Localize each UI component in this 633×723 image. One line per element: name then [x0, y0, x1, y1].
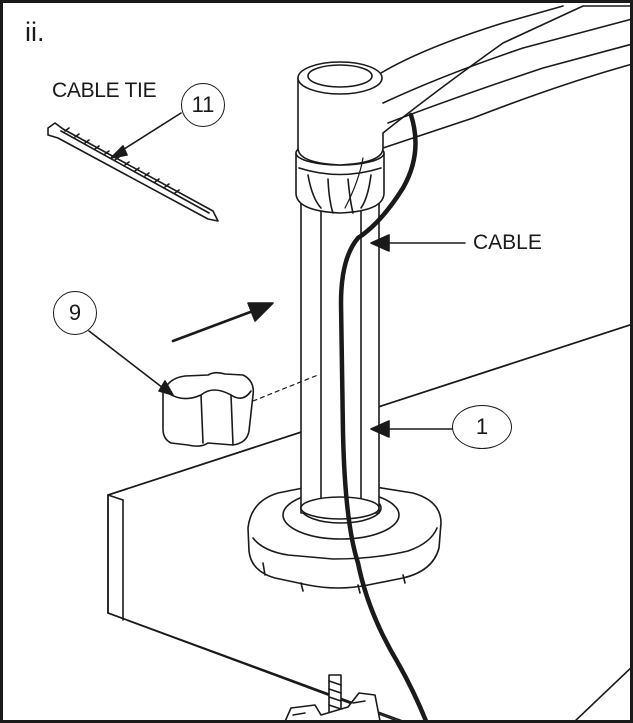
cable-tie-part [47, 122, 219, 222]
direction-arrow [171, 302, 274, 343]
alignment-line [252, 374, 319, 402]
leader-11 [110, 112, 182, 159]
callout-part-1: 1 [452, 405, 512, 449]
desk-clamp [284, 674, 381, 720]
leader-9 [88, 330, 174, 396]
leader-1 [370, 420, 453, 438]
step-label: ii. [25, 17, 45, 47]
assembly-illustration [47, 5, 630, 720]
monitor-arm [297, 5, 630, 209]
cable-tie-label: CABLE TIE [52, 79, 157, 102]
cable [338, 112, 429, 720]
cable-clip-part [162, 371, 255, 447]
cable-label: CABLE [473, 231, 542, 254]
callout-part-9: 9 [53, 291, 97, 335]
callout-part-11: 11 [181, 83, 225, 127]
leader-cable [370, 234, 466, 252]
